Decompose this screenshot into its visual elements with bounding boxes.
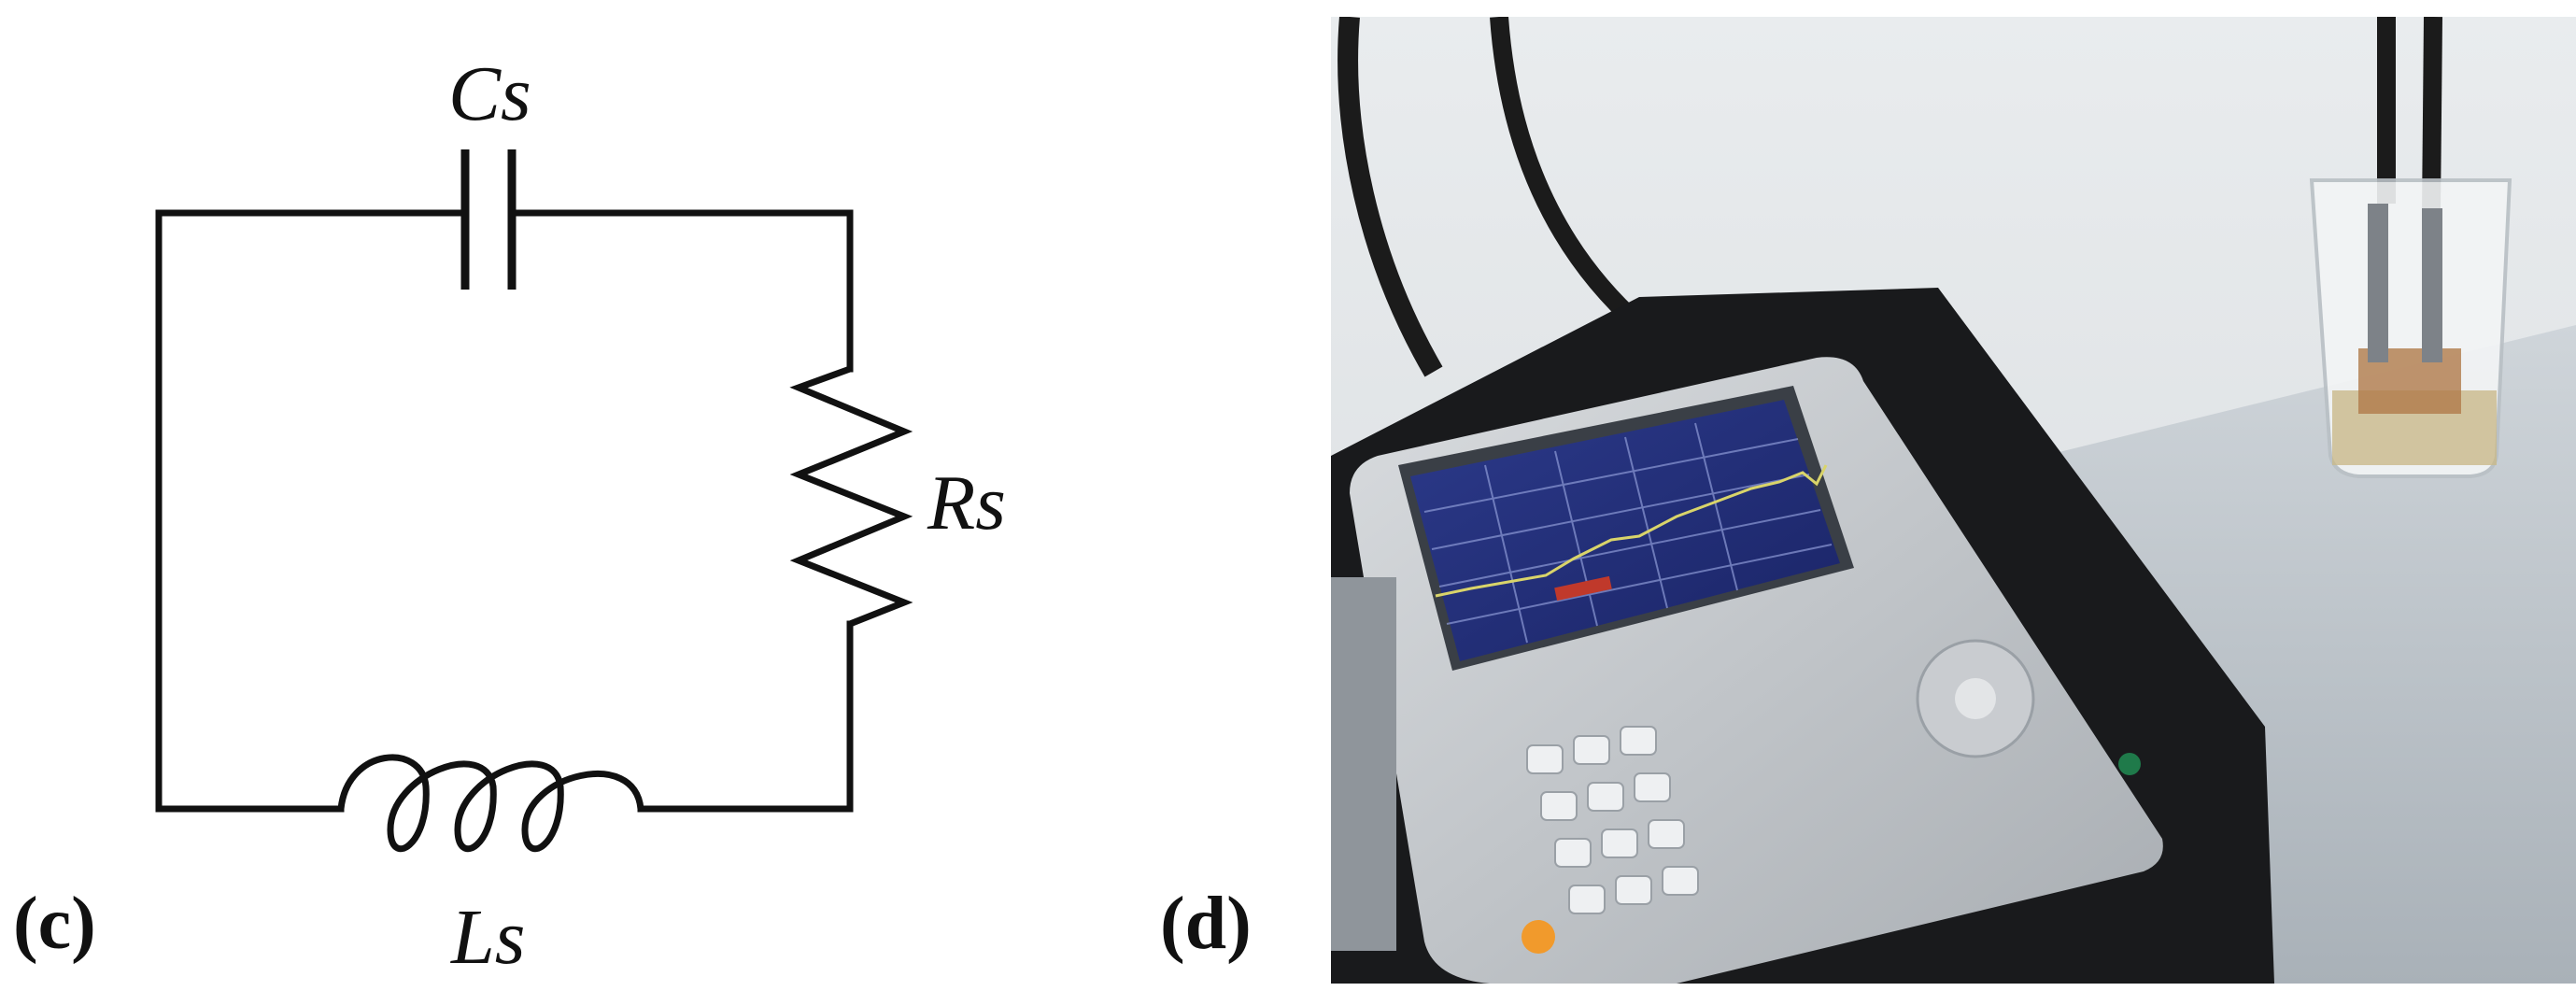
capacitor-symbol xyxy=(460,149,517,290)
panel-d-tag: (d) xyxy=(1160,883,1252,965)
analyzer-photo xyxy=(1331,17,2576,984)
left-wire xyxy=(155,209,469,813)
inductor-label: Ls xyxy=(451,894,526,981)
photo-illustration xyxy=(1331,17,2576,984)
panel-c-tag: (c) xyxy=(13,883,96,965)
circuit-diagram xyxy=(155,149,913,853)
resistor-symbol xyxy=(789,365,913,628)
circuit-panel: Cs Rs Ls (c) xyxy=(0,0,1168,991)
cable-middle xyxy=(1490,17,1646,333)
top-right-wire xyxy=(508,209,854,373)
capacitor-label: Cs xyxy=(448,50,531,137)
right-lower-wire xyxy=(637,620,854,813)
side-connectors xyxy=(1331,577,1396,951)
power-button xyxy=(1522,920,1555,954)
cable-left xyxy=(1338,17,1443,377)
screen xyxy=(1410,400,1840,661)
screen-grid xyxy=(1423,422,1833,644)
screen-trace xyxy=(1435,464,1828,598)
beaker xyxy=(2309,178,2512,478)
green-button xyxy=(2118,753,2141,775)
inductor-symbol xyxy=(337,754,644,853)
keypad xyxy=(1526,726,1699,914)
resistor-label: Rs xyxy=(927,460,1006,546)
